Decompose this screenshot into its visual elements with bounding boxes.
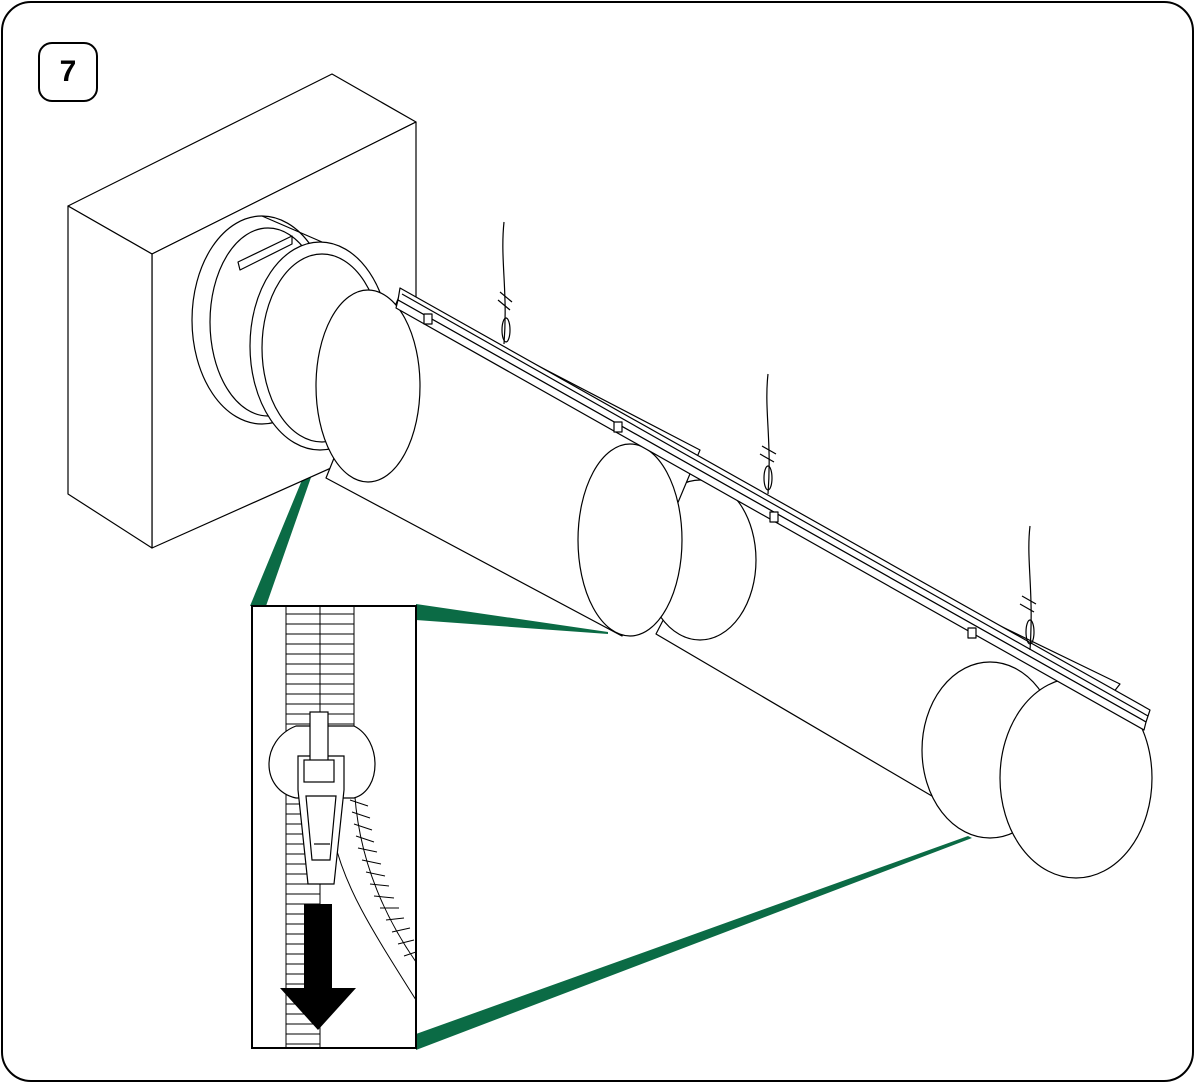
callout-leader-top (250, 446, 322, 606)
zipper-separated-tape (333, 779, 416, 1001)
step-number-badge: 7 (38, 42, 98, 102)
hanger-wire-3 (1019, 525, 1037, 651)
zipper-slider (268, 711, 376, 885)
callout-leader-bottom (416, 836, 972, 1050)
zipper-detail-inset (251, 605, 417, 1049)
duct-section-2 (643, 479, 1153, 879)
hanger-wire-1 (497, 221, 513, 345)
callout-leader-middle (416, 604, 608, 634)
down-arrow-icon (280, 904, 356, 1030)
rail-clips (423, 313, 977, 639)
hanger-wire-2 (759, 373, 777, 495)
duct-section-1 (315, 289, 701, 637)
